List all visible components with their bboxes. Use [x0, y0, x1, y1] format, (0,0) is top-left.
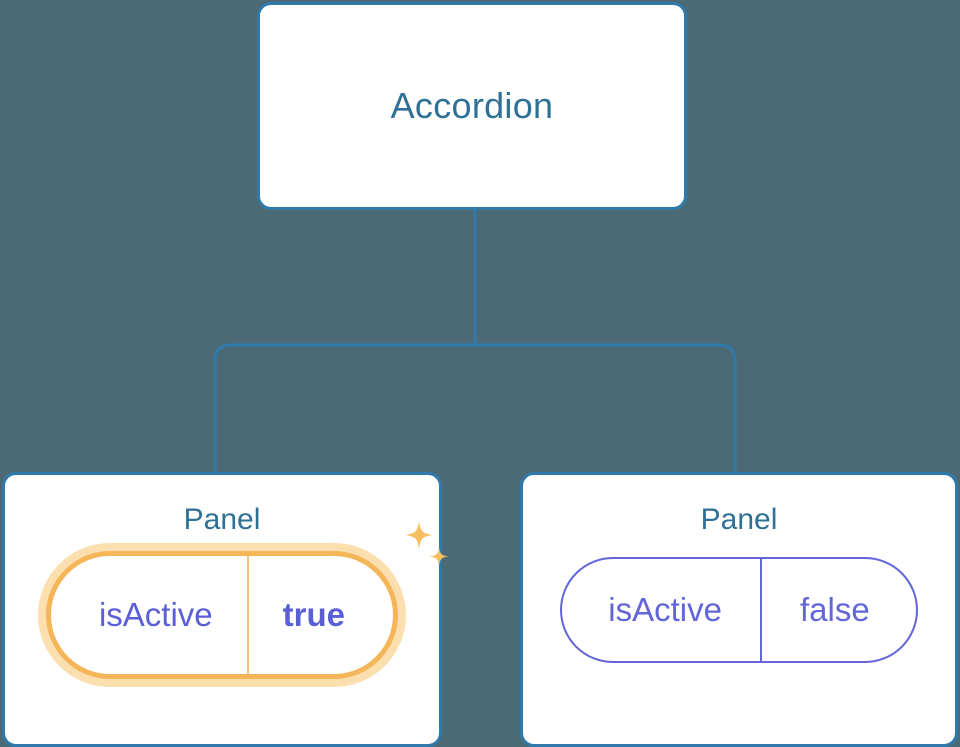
connector-branch-left — [213, 343, 477, 474]
prop-pill-wrapper-left: isActive true — [5, 521, 449, 679]
prop-key-label: isActive — [98, 596, 213, 633]
connector-branch-right — [473, 343, 737, 474]
sparkle-icon-small — [429, 547, 449, 566]
prop-pill-isactive-false[interactable]: isActive false — [560, 557, 918, 663]
node-accordion-title: Accordion — [390, 85, 554, 126]
node-accordion[interactable]: Accordion — [257, 2, 687, 210]
prop-value-label: true — [246, 556, 393, 674]
prop-pill-isactive-true[interactable]: isActive true — [45, 551, 399, 679]
node-panel-right[interactable]: Panel isActive false — [520, 472, 958, 747]
prop-value-label: false — [759, 559, 916, 661]
prop-pill-wrapper-right: isActive false — [523, 557, 955, 663]
prop-key-label: isActive — [608, 591, 722, 628]
node-panel-left[interactable]: Panel isActive true — [2, 472, 449, 747]
node-panel-right-title: Panel — [700, 503, 778, 536]
node-panel-left-title: Panel — [183, 503, 261, 536]
